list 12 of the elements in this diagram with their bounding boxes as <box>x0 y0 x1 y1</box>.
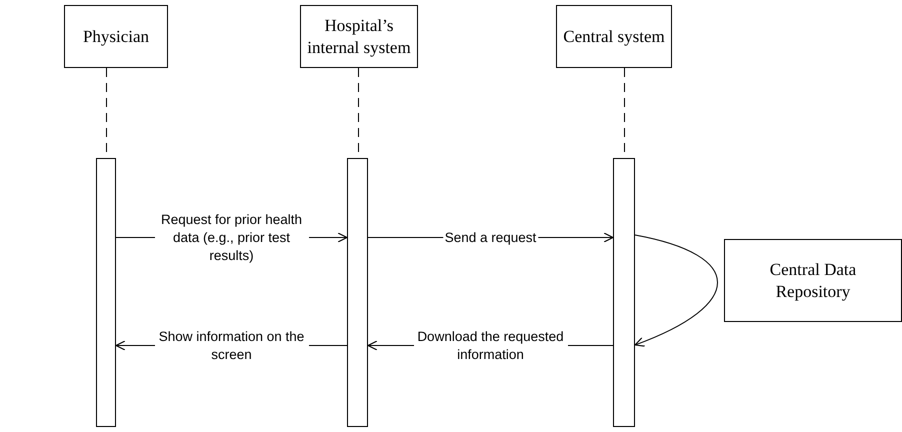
participant-name: Physician <box>82 26 150 48</box>
participant-name: Hospital’s internal system <box>306 14 412 58</box>
activation-bar <box>347 158 368 427</box>
data-store-box <box>724 239 902 322</box>
participant-box <box>556 5 672 68</box>
self-message-arrow <box>634 234 718 346</box>
participant-box <box>300 5 418 68</box>
participant-name: Central system <box>563 26 665 48</box>
activation-bar <box>96 158 116 427</box>
activation-bar <box>613 158 635 427</box>
participant-box <box>64 5 168 68</box>
store-label: Central Data Repository <box>768 258 858 302</box>
